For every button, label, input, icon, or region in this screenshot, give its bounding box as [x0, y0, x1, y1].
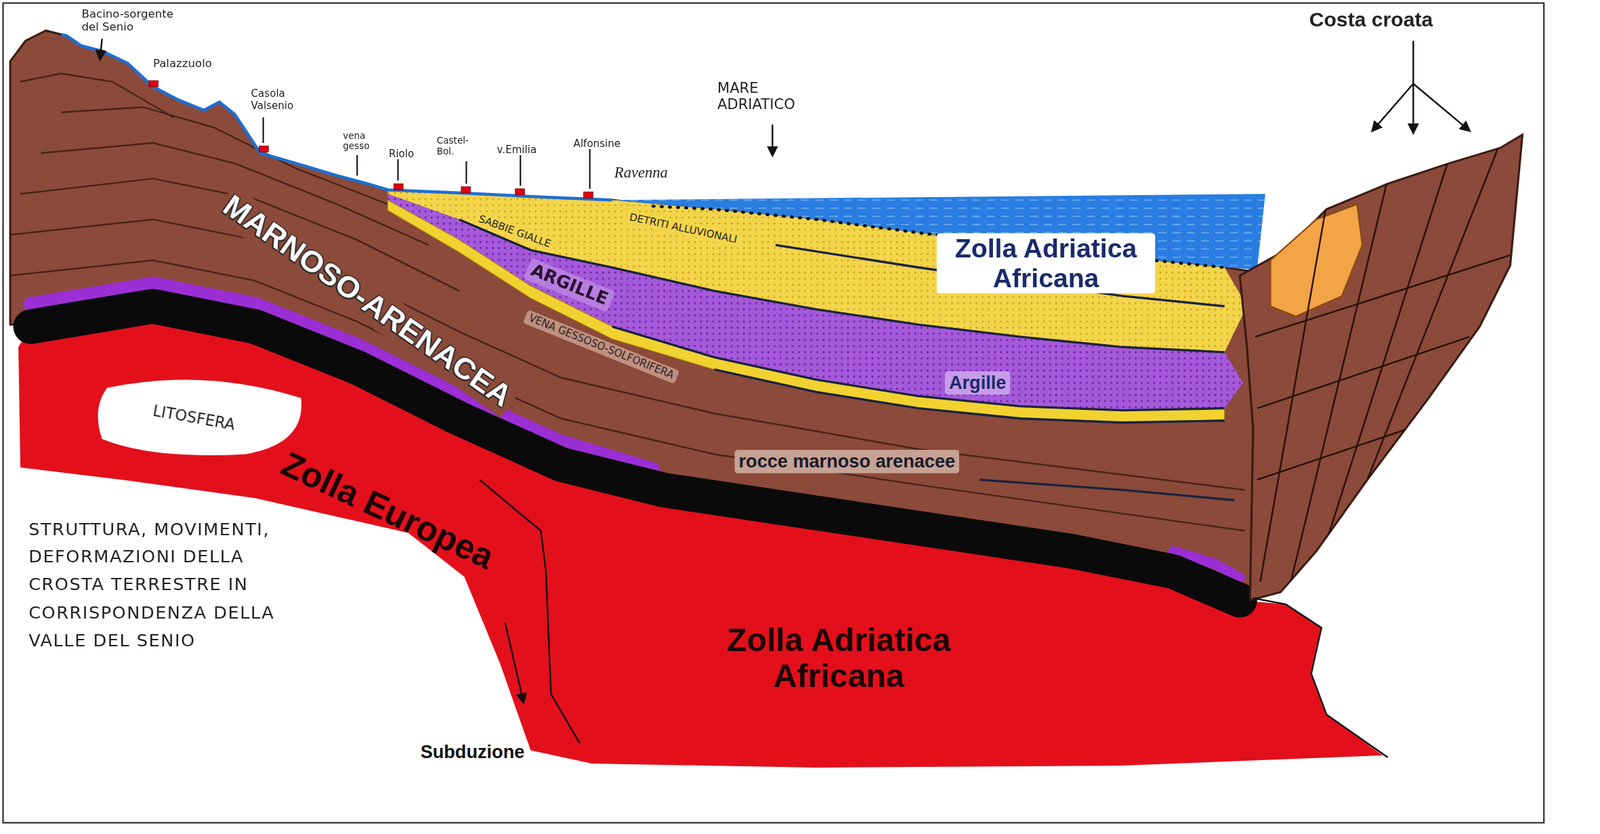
- plate-label: Zolla Europea: [275, 443, 501, 578]
- marl-sandstone-mass: [10, 30, 1254, 601]
- process-label: Subduzione: [416, 741, 530, 765]
- sea-label: MARE ADRIATICO: [717, 79, 825, 113]
- stratum-line: [1259, 203, 1327, 582]
- place-label-box: Bacino-sorgente del Senio: [81, 8, 179, 35]
- arrow: [100, 38, 103, 59]
- layer-boundaries: [459, 219, 1235, 500]
- arrow: [1412, 83, 1414, 133]
- arrows: [100, 38, 1470, 758]
- lithosphere-patch: [98, 379, 302, 455]
- boundary-line: [612, 326, 1225, 411]
- place-label-box: Alfonsine: [573, 132, 621, 152]
- place-label-box: Castel-Bol.: [436, 135, 476, 159]
- layer-label: VENA GESSOSO-SOLFORIFERA: [522, 309, 680, 384]
- stratum-line: [20, 73, 174, 118]
- place-label: vena gesso: [342, 130, 378, 152]
- leader-line: [396, 159, 399, 181]
- layer-label: ARGILLE: [523, 258, 616, 313]
- place-label: Bacino-sorgente del Senio: [81, 8, 179, 34]
- diagram-title: STRUTTURA, MOVIMENTI, DEFORMAZIONI DELLA…: [28, 515, 299, 655]
- place-label-box: v.Emilia: [497, 138, 538, 158]
- arrow-stem: [1412, 40, 1414, 84]
- subduction-line: [479, 479, 580, 744]
- stratum-line: [1367, 142, 1501, 480]
- frame: [3, 3, 1545, 824]
- town-marker: [393, 183, 404, 190]
- boundary-line: [713, 369, 1225, 423]
- layer-label-box: VENA GESSOSO-SOLFORIFERA: [522, 305, 682, 385]
- layer-label: DETRITI ALLUVIONALI: [623, 209, 743, 248]
- coast-label-box: Costa croata: [1309, 8, 1434, 32]
- place-label-box: vena gesso: [342, 130, 378, 154]
- town-marker: [149, 80, 159, 87]
- layer-label-box: SABBIE GIALLE: [472, 206, 559, 253]
- place-label-box: Casola Valsenio: [251, 88, 299, 114]
- plate-label-box: Zolla Adriatica Africana: [936, 233, 1155, 294]
- place-label-box: Riolo: [388, 142, 414, 162]
- coast-label: Costa croata: [1309, 8, 1434, 32]
- city-label: Ravenna: [614, 164, 668, 183]
- croatian-coast: [1239, 134, 1523, 601]
- plate-label-box: Zolla Adriatica Africana: [680, 622, 998, 695]
- leader-line: [519, 155, 521, 186]
- leader-line: [465, 161, 467, 184]
- arrow: [771, 124, 773, 156]
- process-label-box: Subduzione: [416, 741, 530, 765]
- subduction-arrow: [505, 622, 524, 703]
- stratum-line: [1257, 428, 1409, 480]
- leader-line: [589, 149, 591, 189]
- stratum-line: [60, 107, 388, 204]
- town-markers: [149, 80, 593, 198]
- place-label: Castel-Bol.: [436, 135, 476, 157]
- river-line: [60, 34, 612, 200]
- arrow: [1372, 83, 1414, 131]
- place-label: Riolo: [388, 147, 414, 160]
- layer-label-box: Argille: [944, 371, 1010, 395]
- town-marker: [259, 145, 269, 152]
- arrow: [1413, 83, 1470, 131]
- leader-line: [262, 117, 265, 143]
- layer-label: rocce marnoso arenacee: [734, 449, 960, 473]
- coast-strata: [1255, 142, 1511, 582]
- layer-label-box: rocce marnoso arenacee: [734, 449, 960, 473]
- sea-label-box: MARE ADRIATICO: [717, 79, 825, 114]
- layer-label-box: LITOSFERA: [146, 401, 241, 437]
- leader-line: [356, 155, 358, 176]
- layer-label-box: ARGILLE: [523, 258, 616, 313]
- town-marker: [515, 188, 525, 196]
- town-marker: [461, 186, 471, 194]
- place-label: Alfonsine: [573, 137, 621, 150]
- place-label-box: Palazzuolo: [153, 52, 213, 72]
- plate-label-box: Zolla Europea: [275, 443, 501, 578]
- layer-label: SABBIE GIALLE: [472, 210, 557, 253]
- plate-label: Zolla Adriatica Africana: [936, 233, 1155, 294]
- town-marker: [583, 191, 594, 198]
- stratum-line: [1257, 336, 1470, 408]
- place-label: v.Emilia: [497, 143, 538, 156]
- title-box: STRUTTURA, MOVIMENTI, DEFORMAZIONI DELLA…: [28, 515, 299, 655]
- layer-label: LITOSFERA: [146, 401, 241, 437]
- layer-label: Argille: [944, 371, 1010, 395]
- place-label: Palazzuolo: [153, 58, 213, 72]
- place-label: Casola Valsenio: [251, 88, 299, 112]
- plate-edge-line: [1253, 598, 1388, 758]
- boundary-line: [979, 479, 1235, 500]
- plate-label: Zolla Adriatica Africana: [680, 622, 998, 695]
- layer-label-box: DETRITI ALLUVIONALI: [623, 205, 744, 248]
- city-label-box: Ravenna: [614, 163, 668, 182]
- stratum-line: [1255, 255, 1511, 338]
- town-ticks: [263, 117, 591, 189]
